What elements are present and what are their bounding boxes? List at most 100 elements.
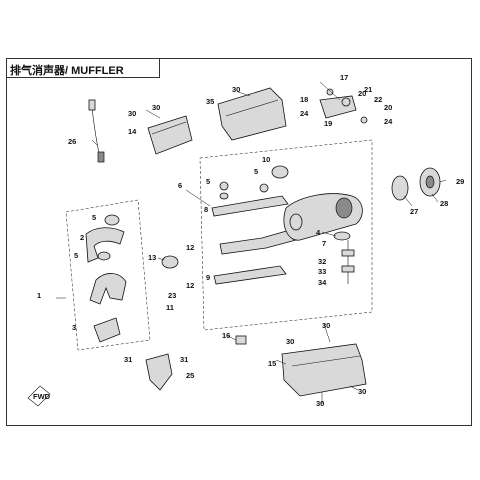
heat-shield-upper-rib — [225, 99, 279, 117]
callout-35: 35 — [206, 97, 214, 106]
gasket-top-part — [104, 214, 120, 226]
callout-28: 28 — [440, 199, 448, 208]
callout-30g: 30 — [316, 399, 324, 408]
callout-14: 14 — [128, 127, 137, 136]
leader-15 — [275, 359, 287, 365]
callout-8: 8 — [204, 205, 208, 214]
callout-30f: 30 — [358, 387, 366, 396]
callout-31b: 31 — [180, 355, 188, 364]
front-pipe-clamp-part — [93, 317, 121, 343]
center-pipe-lower-part — [213, 265, 287, 285]
sensor-tip-part — [97, 151, 105, 163]
callout-27: 27 — [410, 207, 418, 216]
leader-13 — [157, 257, 165, 261]
callout-5a: 5 — [92, 213, 96, 222]
callout-5b: 5 — [74, 251, 78, 260]
callout-9: 9 — [206, 273, 210, 282]
callout-7: 7 — [322, 239, 326, 248]
callout-11: 11 — [166, 303, 174, 312]
nut-part — [360, 116, 368, 124]
callout-1: 1 — [37, 291, 41, 300]
callout-15: 15 — [268, 359, 276, 368]
callout-6: 6 — [178, 181, 182, 190]
callout-24b: 24 — [384, 117, 393, 126]
upper-bracket-part — [319, 95, 357, 119]
center-pipe-main-part — [219, 229, 297, 255]
callout-5c: 5 — [206, 177, 210, 186]
mount-washer-part — [333, 231, 351, 241]
callout-30a: 30 — [128, 109, 136, 118]
callout-33: 33 — [318, 267, 326, 276]
washer-a-part — [219, 181, 229, 191]
callout-20b: 20 — [384, 103, 392, 112]
callout-23: 23 — [168, 291, 176, 300]
callout-18: 18 — [300, 95, 308, 104]
callout-25: 25 — [186, 371, 194, 380]
callout-32: 32 — [318, 257, 326, 266]
leader-17 — [319, 81, 341, 101]
callout-19: 19 — [324, 119, 332, 128]
title-box — [6, 58, 160, 78]
group-box-left — [65, 199, 151, 351]
callout-16: 16 — [222, 331, 230, 340]
fwd-arrow-icon — [27, 385, 51, 407]
end-cap-center-part — [425, 175, 435, 189]
callout-26: 26 — [68, 137, 76, 146]
callout-30b: 30 — [152, 103, 160, 112]
callout-30d: 30 — [322, 321, 330, 330]
leader-30f — [349, 385, 359, 391]
heat-shield-upper-part — [217, 87, 287, 141]
spacer-part — [235, 335, 247, 345]
callout-24a: 24 — [300, 109, 309, 118]
callout-31a: 31 — [124, 355, 132, 364]
diagram-frame — [6, 58, 472, 426]
front-pipe-lower-part — [89, 273, 127, 305]
leader-26 — [91, 139, 99, 147]
callout-12a: 12 — [186, 243, 194, 252]
page-title: 排气消声器/ MUFFLER — [10, 65, 124, 77]
front-pipe-upper-part — [85, 227, 125, 263]
callout-22: 22 — [374, 95, 382, 104]
mount-bush-part — [341, 249, 355, 257]
callout-30c: 30 — [232, 85, 240, 94]
callout-21: 21 — [364, 85, 372, 94]
gasket-ring-part — [271, 165, 289, 179]
leader-28 — [431, 193, 439, 203]
leader-30c — [237, 91, 251, 97]
bracket-part — [145, 353, 173, 391]
group-box-center — [199, 139, 373, 331]
callout-4: 4 — [316, 228, 321, 237]
callout-20a: 20 — [358, 89, 366, 98]
leader-30a — [145, 109, 161, 119]
washer-c-part — [259, 183, 269, 193]
heat-shield-small-rib — [151, 121, 187, 135]
callout-30e: 30 — [286, 337, 294, 346]
leader-27 — [403, 195, 413, 207]
callout-2: 2 — [80, 233, 84, 242]
callout-34: 34 — [318, 278, 327, 287]
sensor-connector-part — [88, 99, 96, 111]
leader-30d — [323, 323, 331, 343]
muffler-inlet-part — [289, 213, 303, 231]
leader-16 — [227, 335, 237, 341]
heat-shield-small-part — [147, 115, 193, 155]
callout-13: 13 — [148, 253, 156, 262]
clamp-part — [161, 255, 179, 269]
sensor-wire-part — [91, 107, 101, 159]
washer-b-part — [219, 192, 229, 200]
mount-bush-lower-part — [341, 265, 355, 273]
leader-4 — [321, 231, 337, 237]
leader-6 — [185, 189, 211, 207]
callout-5d: 5 — [254, 167, 258, 176]
muffler-outlet-part — [335, 197, 353, 219]
center-pipe-upper-part — [211, 195, 289, 217]
callout-3: 3 — [72, 323, 76, 332]
heat-shield-lower-part — [281, 343, 367, 397]
fwd-label: FWD — [33, 392, 51, 401]
bushing-part — [341, 97, 351, 107]
callout-29: 29 — [456, 177, 464, 186]
end-cap-gasket-part — [391, 175, 409, 201]
leader-29 — [439, 179, 447, 183]
heat-shield-lower-rib — [291, 355, 361, 367]
